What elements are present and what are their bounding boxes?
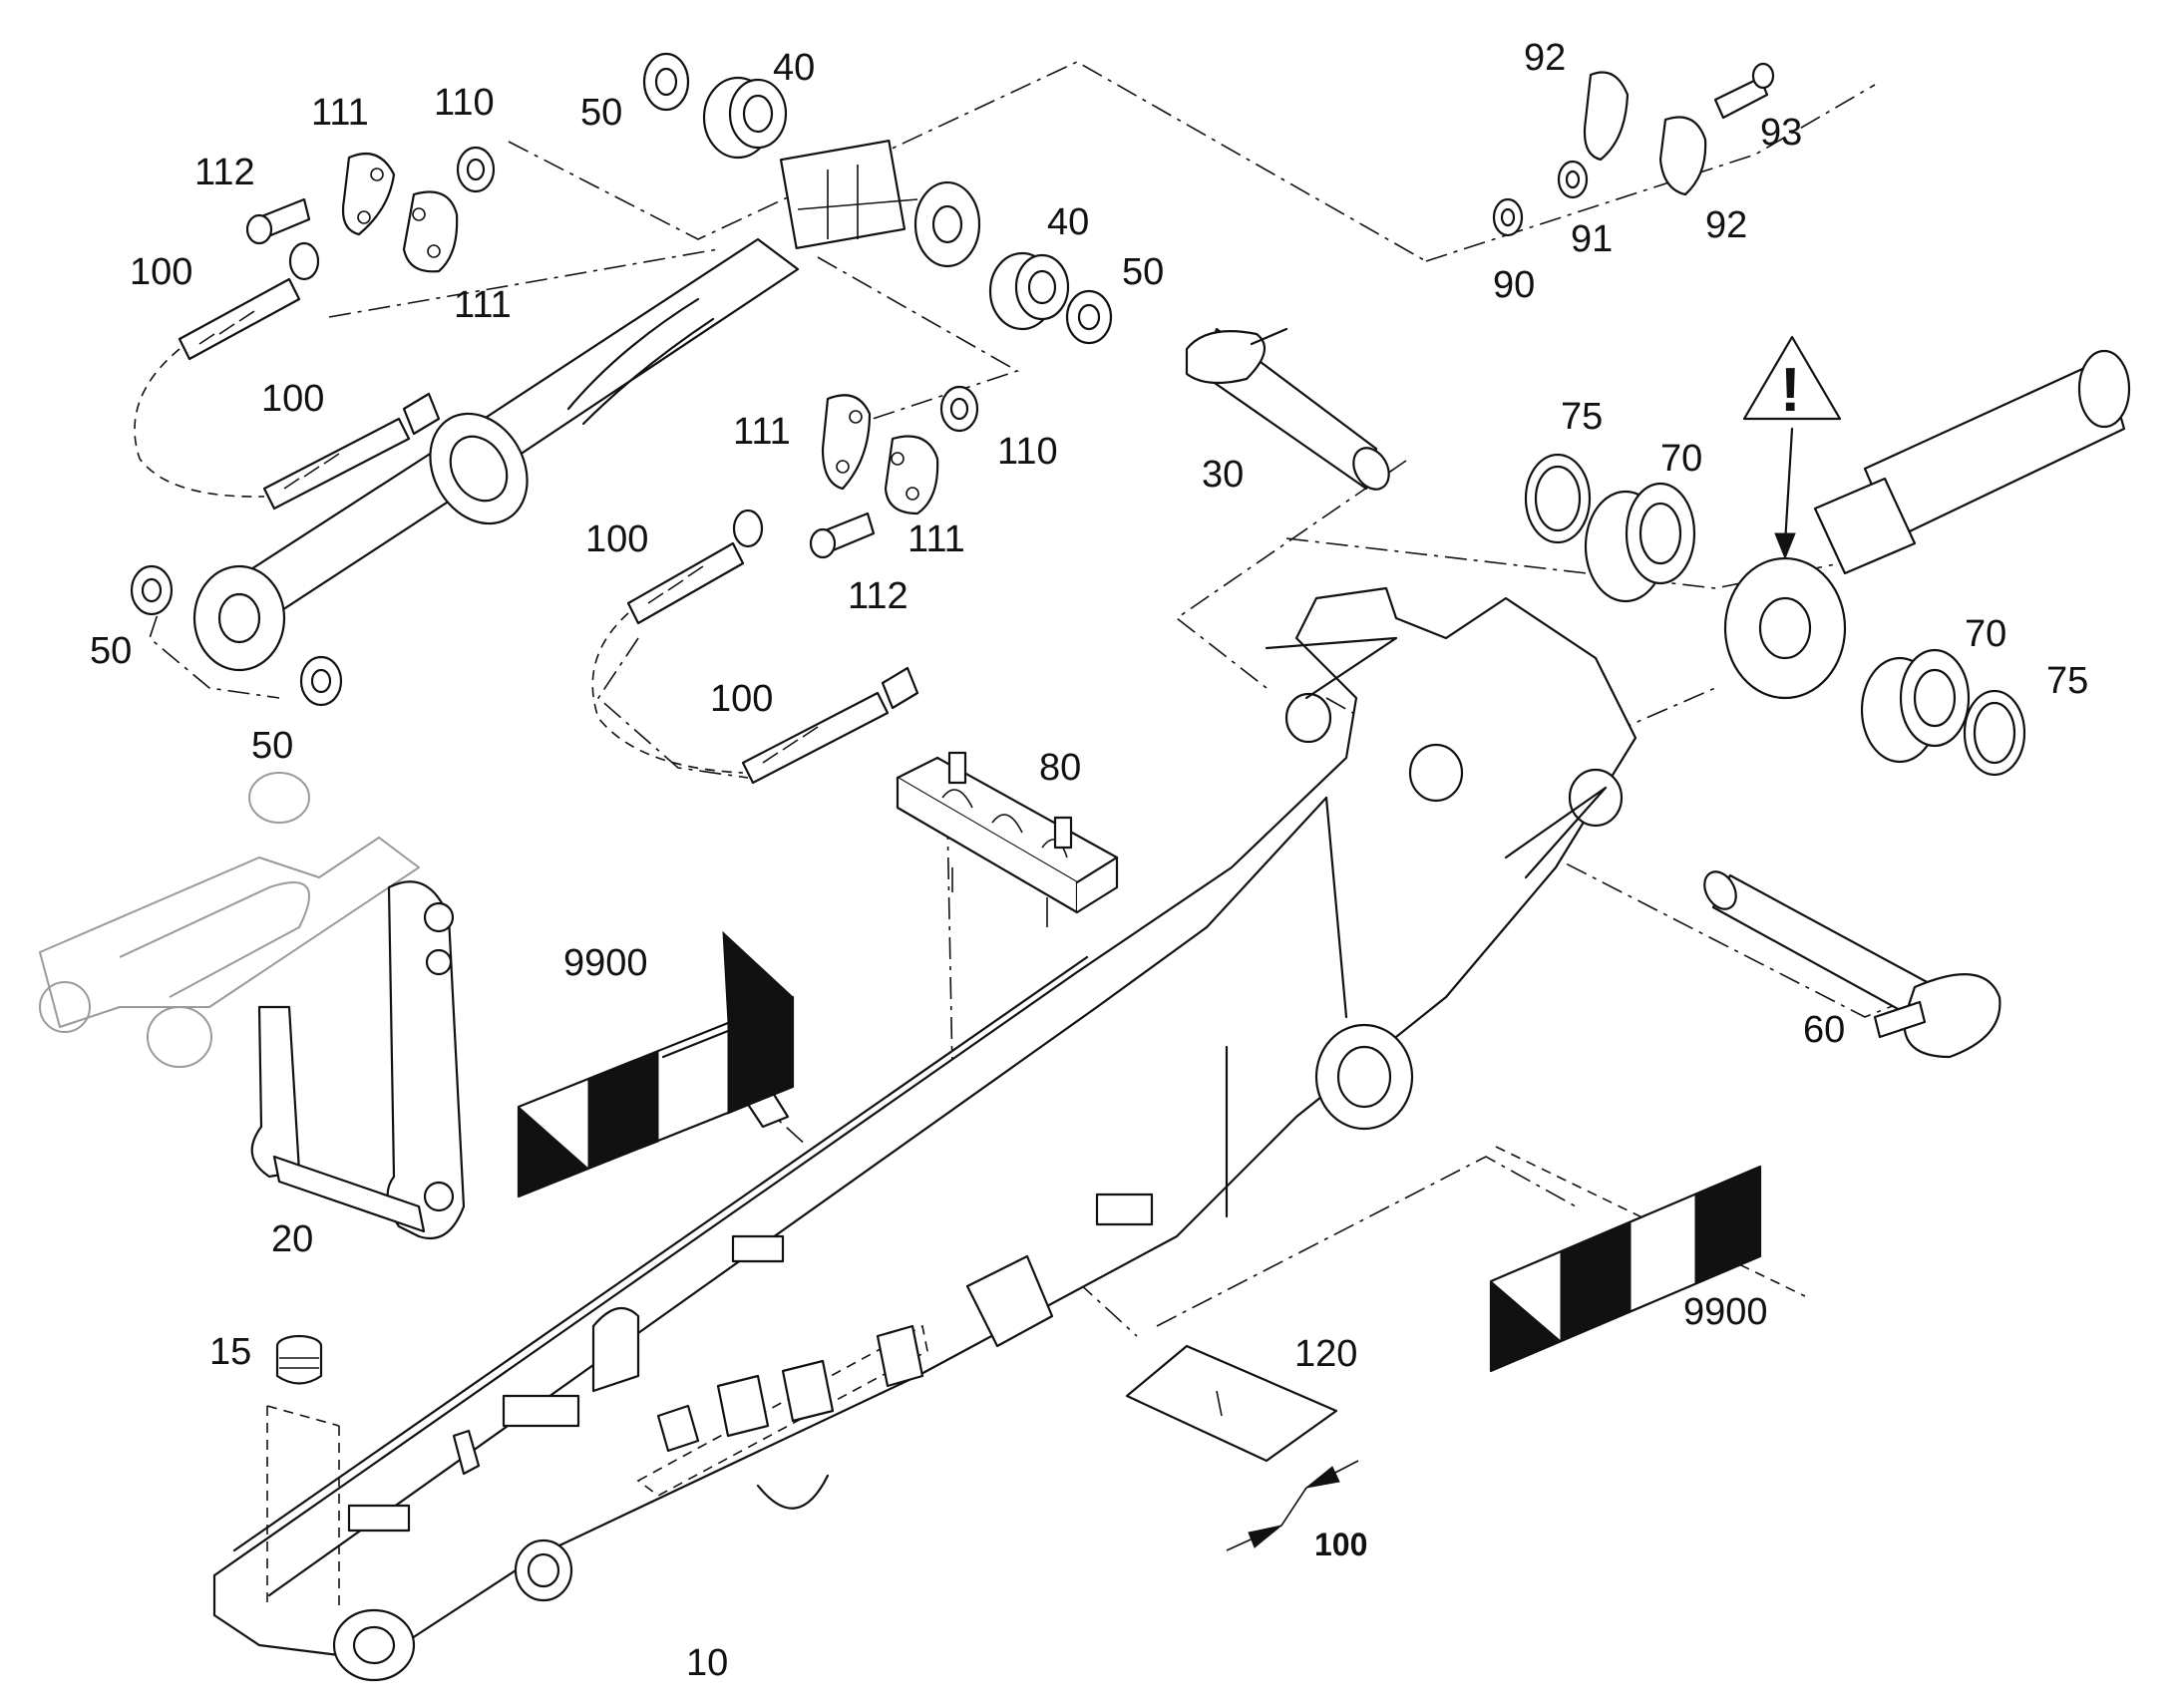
fitting-100-b [262,392,441,511]
callout-110: 110 [434,82,495,124]
clamp-92-a [1583,71,1630,162]
plug-15 [266,1334,340,1605]
hydraulic-cylinder [192,140,981,672]
callout-30: 30 [1202,454,1244,496]
washer-50-left [130,564,174,616]
callout-93: 93 [1760,112,1802,154]
callout-75: 75 [2046,660,2088,702]
callout-92: 92 [1705,204,1747,246]
clamp-block-80 [896,751,1119,927]
fitting-100-d [741,666,919,785]
callout-111: 111 [311,92,369,134]
hose-loop-middle [591,612,744,774]
spacer-70-lower [1860,648,1971,764]
callout-120: 120 [1294,1333,1357,1375]
callout-90: 90 [1493,264,1535,306]
callout-labels: 50 40 111 110 112 100 111 40 50 100 92 9… [90,37,2088,1684]
callout-50: 50 [580,92,622,134]
callout-112: 112 [848,575,908,617]
washer-110-lower [939,385,979,433]
callout-111: 111 [908,518,965,560]
callout-20: 20 [271,1218,313,1260]
callout-40: 40 [773,47,815,89]
bolt-93 [1713,62,1775,120]
decal-120 [1125,1344,1338,1463]
clamp-111-upper-b [402,190,459,273]
washer-90 [1492,197,1524,237]
sleeve-40-lower [988,251,1070,331]
clamp-92-b [1658,116,1707,196]
washer-50-upper [642,52,690,112]
callout-50: 50 [251,725,293,767]
callout-92: 92 [1524,37,1566,79]
clamp-111-lower-a [821,394,872,491]
callout-70: 70 [1660,438,1702,480]
stripe-decal-9900-left [517,930,795,1198]
seal-75-lower [1963,689,2026,777]
callout-111: 111 [454,284,512,326]
fitting-100-a [178,241,320,361]
washer-91 [1557,160,1589,199]
callout-9900: 9900 [563,942,648,984]
washer-50-bottom [299,655,343,707]
stripe-decal-9900-right [1489,1165,1762,1373]
pin-30 [1185,327,1390,491]
clamp-111-lower-b [884,435,939,515]
callout-60: 60 [1803,1009,1845,1051]
callout-50: 50 [90,630,132,672]
callout-100: 100 [710,678,773,720]
bolt-112-upper [245,197,311,245]
washer-50-right [1065,289,1113,345]
callout-91: 91 [1571,218,1613,260]
washer-110-upper [456,146,496,193]
dimension-100-label: 100 [1314,1527,1367,1562]
callout-112: 112 [194,152,255,193]
callout-10: 10 [686,1642,728,1684]
callout-75: 75 [1561,396,1603,438]
callout-40: 40 [1047,201,1089,243]
bolt-112-lower [809,512,876,559]
clamp-111-upper-a [341,153,396,236]
svg-text:!: ! [1780,356,1801,425]
pin-60 [1703,870,2001,1059]
callout-15: 15 [209,1331,251,1373]
callout-50: 50 [1122,251,1164,293]
hose-loop-left [134,348,265,498]
boom-arm-10 [212,586,1637,1682]
callout-80: 80 [1039,747,1081,789]
linkage-20 [39,772,466,1240]
seal-75-upper [1524,453,1592,544]
callout-100: 100 [585,518,648,560]
callout-100: 100 [261,378,324,420]
dimension-100: 100 [1226,1460,1367,1562]
sleeve-40-upper [702,76,788,160]
callout-9900: 9900 [1683,1291,1768,1333]
callout-70: 70 [1965,613,2006,655]
fitting-100-c [626,509,764,625]
callout-110: 110 [997,431,1058,473]
callout-100: 100 [130,251,192,293]
warning-triangle-icon: ! [1742,335,1842,560]
callout-111: 111 [733,411,791,453]
spacer-70-upper [1584,482,1696,603]
cylinder-right [1723,349,2131,700]
